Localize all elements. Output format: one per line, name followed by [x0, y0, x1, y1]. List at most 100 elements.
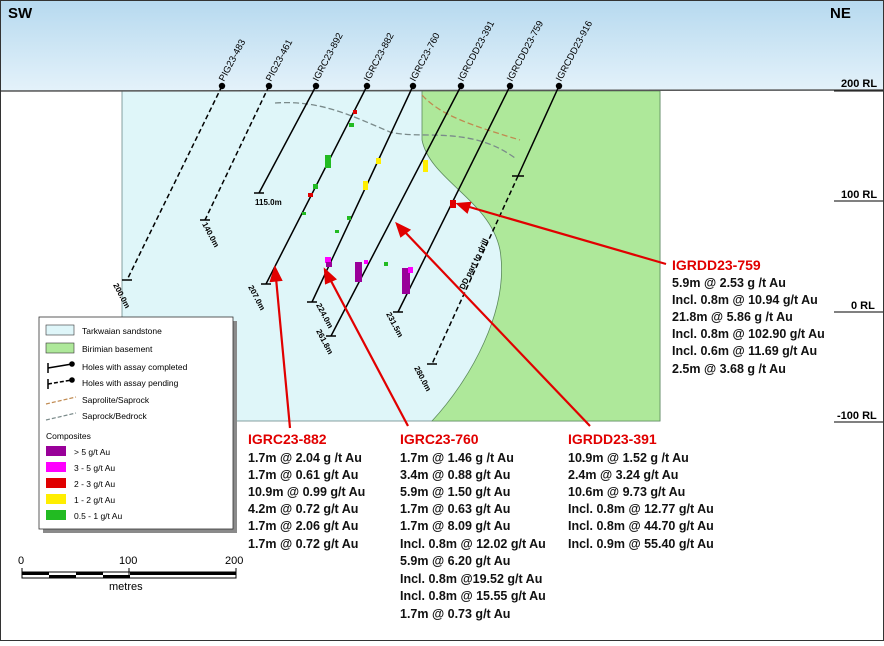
legend: Tarkwaian sandstone Birimian basement Ho… — [38, 316, 237, 533]
callout-line: 1.7m @ 1.46 g /t Au — [400, 451, 514, 465]
sky-band — [0, 0, 884, 91]
legend-item: Holes with assay pending — [82, 378, 179, 388]
callout-line: 5.9m @ 6.20 g/t Au — [400, 554, 510, 568]
intercept-magenta — [325, 257, 331, 263]
intercept-red — [353, 110, 357, 114]
callout-title: IGRC23-882 — [248, 431, 327, 447]
intercept-yellow — [376, 158, 381, 164]
legend-swatch-basement — [45, 342, 75, 354]
hole-depth: 115.0m — [255, 198, 282, 207]
arrowhead — [323, 267, 337, 285]
pointer-igrdd23-391 — [403, 230, 591, 427]
intercept-green — [335, 230, 339, 233]
callout-igrc23-882: IGRC23-882 1.7m @ 2.04 g /t Au 1.7m @ 0.… — [248, 431, 365, 551]
arrowhead — [455, 201, 472, 214]
callout-title: IGRC23-760 — [400, 431, 479, 447]
legend-composite-label: > 5 g/t Au — [74, 447, 110, 457]
legend-swatch-sandstone — [45, 324, 75, 336]
legend-item: Holes with assay completed — [82, 362, 188, 372]
arrowhead — [395, 221, 412, 238]
callout-title: IGRDD23-391 — [568, 431, 657, 447]
callout-igrc23-760: IGRC23-760 1.7m @ 1.46 g /t Au 3.4m @ 0.… — [400, 431, 546, 621]
saprock-bedrock-line — [274, 101, 516, 159]
callout-line: 4.2m @ 0.72 g/t Au — [248, 502, 358, 516]
callout-igrdd23-759: IGRDD23-759 5.9m @ 2.53 g /t Au Incl. 0.… — [672, 257, 825, 376]
callout-line: 1.7m @ 8.09 g/t Au — [400, 519, 510, 533]
callout-line: Incl. 0.8m @19.52 g/t Au — [400, 572, 542, 586]
intercept-magenta — [364, 260, 368, 264]
callout-line: Incl. 0.8m @ 102.90 g/t Au — [672, 327, 825, 341]
legend-item: Saprock/Bedrock — [82, 411, 147, 421]
scale-unit: metres — [109, 581, 143, 593]
legend-swatch-composite-4 — [46, 494, 66, 504]
callout-line: 2.4m @ 3.24 g/t Au — [568, 468, 678, 482]
intercept-green — [313, 184, 318, 189]
legend-composite-label: 2 - 3 g/t Au — [74, 479, 115, 489]
rl-label-0: 0 RL — [851, 300, 875, 312]
pointer-igrc23-882 — [274, 277, 292, 429]
legend-symbol-saprolite — [45, 396, 77, 405]
callout-line: 5.9m @ 2.53 g /t Au — [672, 276, 786, 290]
legend-composite-label: 0.5 - 1 g/t Au — [74, 511, 122, 521]
callout-line: 3.4m @ 0.88 g/t Au — [400, 468, 510, 482]
intercept-yellow — [423, 160, 428, 172]
intercept-green — [347, 216, 351, 220]
legend-item: Birimian basement — [82, 344, 153, 354]
orientation-right: NE — [830, 5, 851, 22]
legend-symbol-hole-pending — [47, 379, 73, 385]
legend-symbol-saprock — [45, 412, 77, 421]
scale-tick-200: 200 — [225, 555, 243, 567]
callout-title: IGRDD23-759 — [672, 257, 761, 273]
callout-line: Incl. 0.8m @ 15.55 g/t Au — [400, 589, 546, 603]
callout-line: Incl. 0.8m @ 44.70 g/t Au — [568, 519, 714, 533]
callout-line: 10.9m @ 0.99 g/t Au — [248, 485, 365, 499]
pointer-igrc23-760 — [329, 278, 409, 427]
pointer-igrdd23-759 — [465, 204, 667, 266]
orientation-left: SW — [8, 5, 33, 22]
intercept-purple — [355, 262, 362, 282]
legend-swatch-composite-3 — [46, 478, 66, 488]
intercept-yellow — [363, 181, 368, 190]
callout-line: Incl. 0.8m @ 12.77 g/t Au — [568, 502, 714, 516]
rl-label-200: 200 RL — [841, 78, 877, 90]
rl-label-100: 100 RL — [841, 189, 877, 201]
birimian-basement-zone — [421, 90, 661, 422]
callout-line: 5.9m @ 1.50 g/t Au — [400, 485, 510, 499]
intercept-green — [302, 212, 306, 215]
callout-line: 1.7m @ 0.72 g/t Au — [248, 537, 358, 551]
callout-line: 2.5m @ 3.68 g /t Au — [672, 362, 786, 376]
callout-line: Incl. 0.9m @ 55.40 g/t Au — [568, 537, 714, 551]
legend-item: Tarkwaian sandstone — [82, 326, 162, 336]
callout-line: 21.8m @ 5.86 g /t Au — [672, 310, 793, 324]
scale-tick-0: 0 — [18, 555, 24, 567]
callout-line: 1.7m @ 0.61 g/t Au — [248, 468, 358, 482]
callout-line: Incl. 0.8m @ 10.94 g/t Au — [672, 293, 818, 307]
scale-tick-100: 100 — [119, 555, 137, 567]
intercept-green — [349, 123, 354, 127]
rl-label-minus100: -100 RL — [837, 410, 877, 422]
arrowhead — [269, 265, 283, 283]
callout-line: 1.7m @ 0.63 g/t Au — [400, 502, 510, 516]
callout-line: 1.7m @ 0.73 g/t Au — [400, 607, 510, 621]
intercept-purple — [402, 268, 410, 294]
intercept-green — [384, 262, 388, 266]
legend-swatch-composite-5 — [46, 510, 66, 520]
legend-composite-label: 3 - 5 g/t Au — [74, 463, 115, 473]
topography-line — [0, 89, 884, 92]
intercept-green — [325, 155, 331, 168]
intercept-purple — [326, 262, 332, 267]
legend-swatch-composite-1 — [46, 446, 66, 456]
scale-bar: 0 100 200 metres — [18, 555, 243, 593]
callout-pointers — [269, 201, 667, 429]
saprolite-saprock-line — [421, 94, 521, 141]
legend-item: Saprolite/Saprock — [82, 395, 150, 405]
legend-composites-title: Composites — [46, 431, 91, 441]
legend-composite-label: 1 - 2 g/t Au — [74, 495, 115, 505]
legend-swatch-composite-2 — [46, 462, 66, 472]
callout-line: 1.7m @ 2.06 g/t Au — [248, 519, 358, 533]
callout-line: 10.9m @ 1.52 g /t Au — [568, 451, 689, 465]
composite-intercepts — [302, 110, 456, 294]
legend-symbol-hole-completed — [47, 363, 73, 369]
callout-igrdd23-391: IGRDD23-391 10.9m @ 1.52 g /t Au 2.4m @ … — [568, 431, 714, 551]
